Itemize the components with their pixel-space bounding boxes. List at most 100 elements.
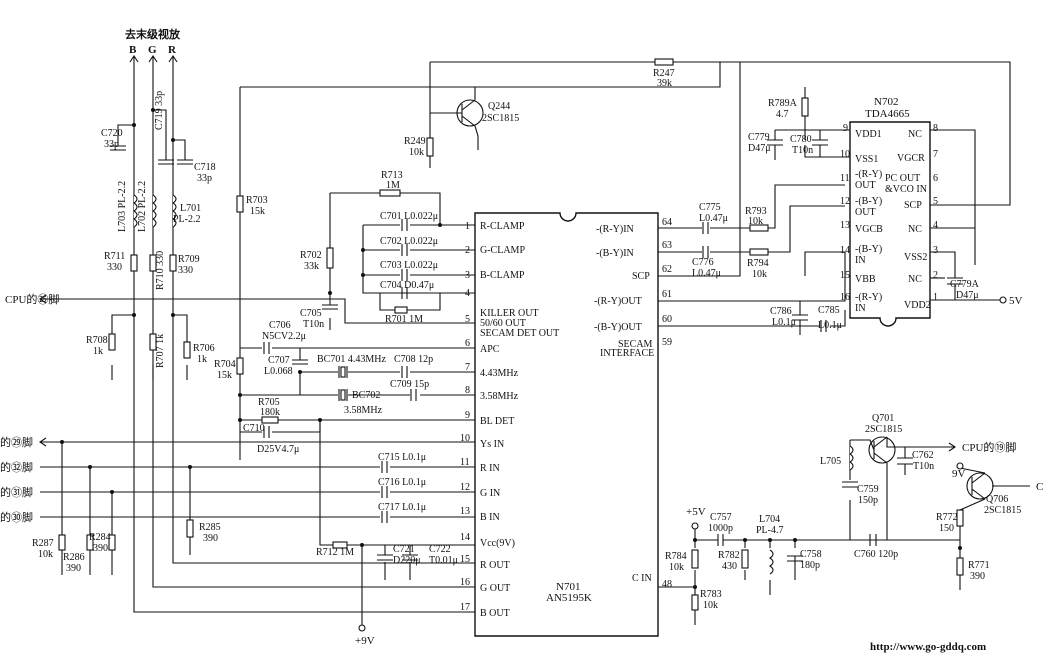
c705-value: T10n [303,319,324,330]
c720-symbol [110,145,126,151]
r772-resistor [956,509,964,527]
r794-value: 10k [752,269,767,280]
c779a-symbol [947,277,963,285]
c705-symbol [322,304,338,310]
svg-text:12: 12 [460,482,470,493]
svg-text:7: 7 [933,149,938,160]
cpu25-arrow [39,294,47,304]
c758-label: C758 [800,549,822,560]
c779-label: C779 [748,132,770,143]
svg-text:13: 13 [460,506,470,517]
svg-text:63: 63 [662,240,672,251]
c762-symbol [897,457,913,465]
v9-terminal [956,462,964,470]
c718-symbol [177,159,193,165]
r710-label: R710 330 [155,251,166,290]
r784-label: R784 [665,551,687,562]
svg-text:9: 9 [843,123,848,134]
svg-text:15: 15 [460,554,470,565]
v5-label: 5V [1009,295,1023,307]
c707-value: L0.068 [264,366,293,377]
left-network-wires [239,61,1011,546]
bc702-crystal [338,389,348,401]
watermark: http://www.go-gddq.com [870,641,986,653]
q701-wires [849,439,955,541]
svg-text:B IN: B IN [480,512,500,523]
r247-label: R247 [653,68,675,79]
rgb-chain-dots [132,108,175,317]
svg-text:-(R-Y)OUT: -(R-Y)OUT [594,296,642,307]
svg-text:C IN: C IN [632,573,652,584]
c776-value: L0.47μ [692,268,721,279]
svg-text:-(R-Y): -(R-Y) [855,292,882,303]
bc702-value: 3.58MHz [344,405,383,416]
svg-text:&VCO IN: &VCO IN [885,184,927,195]
q706-value: 2SC1815 [984,505,1021,516]
c701-label: C701 L0.022μ [380,211,438,222]
c786-value: L0.1μ [772,317,796,328]
l701-inductor [172,194,177,228]
r789a-label: R789A [768,98,798,109]
r706-label: R706 [193,343,215,354]
svg-text:VGCR: VGCR [897,153,925,164]
svg-text:13: 13 [840,220,850,231]
c718-label: C718 [194,162,216,173]
r712-resistor [332,541,348,549]
c715-symbol [381,461,388,473]
r711-label: R711 [104,251,125,262]
right-io-wires [658,62,846,335]
r703-label: R703 [246,195,268,206]
r287-value: 10k [38,549,53,560]
cin-wires [658,539,960,625]
svg-text:48: 48 [662,579,672,590]
r249-value: 10k [409,147,424,158]
svg-text:4.43MHz: 4.43MHz [480,368,519,379]
q244-transistor [429,62,484,150]
svg-text:B OUT: B OUT [480,608,510,619]
c776-label: C776 [692,257,714,268]
svg-text:G IN: G IN [480,488,500,499]
c780-label: C780 [790,134,812,145]
r704-resistor [236,357,244,375]
r713-resistor [379,189,401,197]
c710-label: C710 [243,423,265,434]
r247-resistor [654,58,674,66]
r712-label: R712 1M [316,547,354,558]
c779-symbol [767,139,783,146]
svg-text:4: 4 [933,220,938,231]
svg-text:PC OUT: PC OUT [885,173,920,184]
svg-text:-(B-Y)OUT: -(B-Y)OUT [594,322,642,333]
c757-value: 1000p [708,523,733,534]
c720-label: C720 [101,128,123,139]
svg-text:SCP: SCP [632,271,650,282]
c716-symbol [381,486,388,498]
svg-text:2: 2 [933,270,938,281]
c706-label: C706 [269,320,291,331]
c757-symbol [717,534,724,546]
r789a-resistor [801,97,809,117]
c708-symbol [401,366,408,378]
r285-label: R285 [199,522,221,533]
svg-text:8: 8 [933,123,938,134]
svg-text:OUT: OUT [855,207,876,218]
c718-value: 33p [197,173,212,184]
r703-resistor [236,195,244,213]
svg-text:10: 10 [460,433,470,444]
l704-value: PL-4.7 [756,525,784,536]
r706-resistor [183,341,191,359]
r284-label: R284 [89,532,111,543]
svg-text:5: 5 [933,196,938,207]
c759-label: C759 [857,484,879,495]
l703-label: L703 PL-2.2 [117,181,128,232]
q706-label: Q706 [986,494,1008,505]
r794-resistor [749,248,769,256]
r249-resistor [426,137,434,157]
cpu25-label: CPU的㉕脚 [5,292,59,306]
svg-text:61: 61 [662,289,672,300]
svg-text:6: 6 [465,338,470,349]
l701-value: PL-2.2 [173,214,201,225]
r705-resistor [261,416,279,424]
r705-label: R705 [258,397,280,408]
c785-symbol [820,320,827,332]
r772-label: R772 [936,512,958,523]
